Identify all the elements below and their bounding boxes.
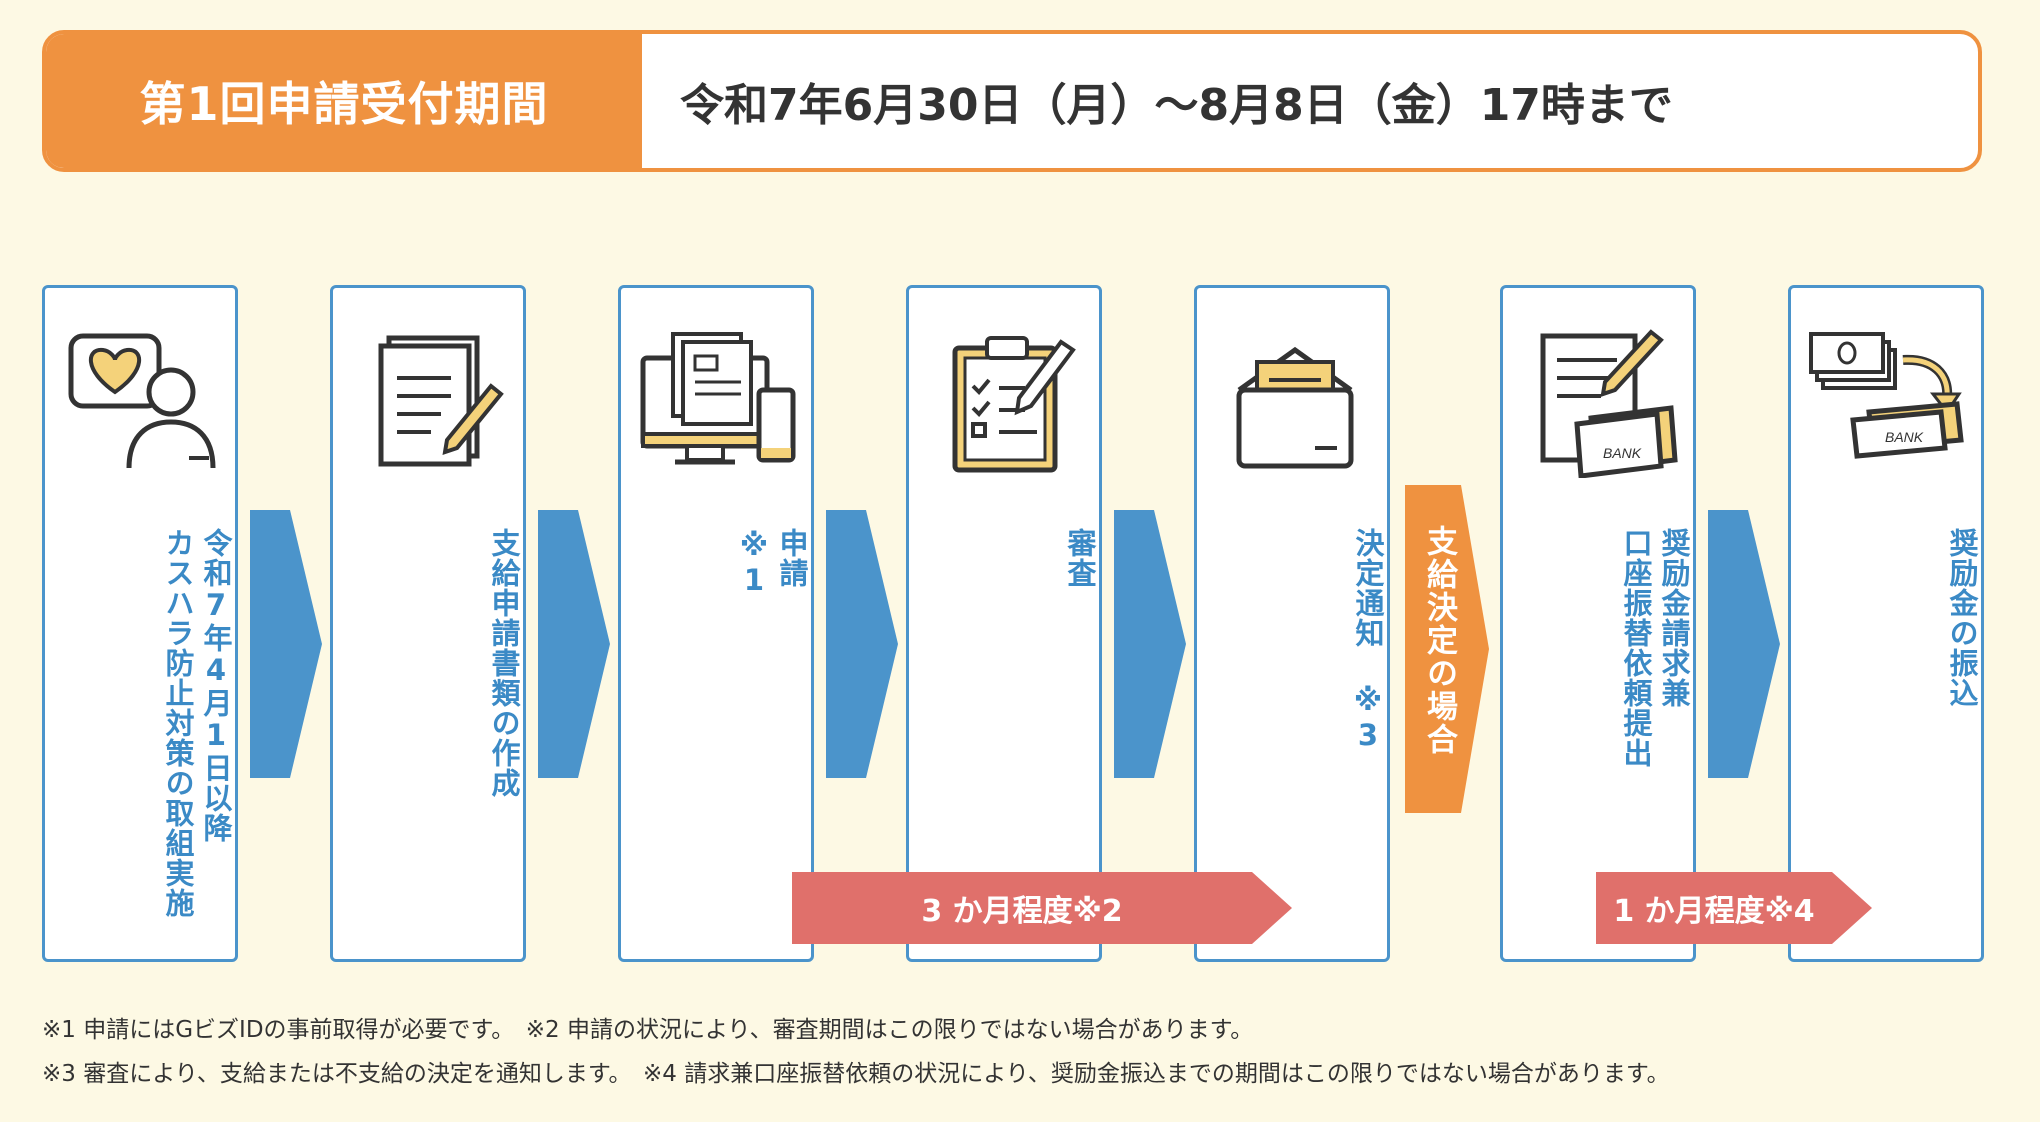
step-label: 奨励金の振込 — [1945, 528, 1979, 708]
arrow-chevron — [538, 510, 610, 778]
bank-transfer-icon: BANK — [1809, 332, 1964, 459]
period-value: 令和7年6月30日（月）～8月8日（金）17時まで — [680, 80, 1673, 131]
duration-label: 3 か月程度※2 — [921, 894, 1123, 929]
decision-label: 支給決定の場合 — [1421, 525, 1457, 756]
arrow-chevron — [826, 510, 898, 778]
step-label: 審査 — [1063, 528, 1097, 588]
heart-person-icon — [68, 333, 216, 469]
envelope-icon — [1236, 346, 1354, 469]
arrow-chevron — [1114, 510, 1186, 778]
arrow-chevron — [250, 510, 322, 778]
bank-text: BANK — [1603, 445, 1642, 461]
step-apply: 申請 ※1 — [618, 285, 814, 962]
step-label: 決定通知 ※3 — [1351, 528, 1385, 753]
footnotes: ※1 申請にはGビズIDの事前取得が必要です。 ※2 申請の状況により、審査期間… — [42, 1008, 1670, 1096]
bank-text: BANK — [1885, 429, 1924, 445]
period-label: 第1回申請受付期間 — [46, 34, 642, 168]
step-label: 申請 ※1 — [737, 528, 809, 598]
footnote-line: ※3 審査により、支給または不支給の決定を通知します。 ※4 請求兼口座振替依頼… — [42, 1061, 1670, 1087]
step-payment: BANK 奨励金の振込 — [1788, 285, 1984, 962]
devices-icon — [640, 332, 796, 465]
duration-label: 1 か月程度※4 — [1613, 894, 1815, 929]
duration-arrow-review: 3 か月程度※2 — [792, 872, 1292, 944]
step-create-documents: 支給申請書類の作成 — [330, 285, 526, 962]
step-label: 令和7年4月1日以降 カスハラ防止対策の取組実施 — [161, 528, 233, 918]
step-label: 支給申請書類の作成 — [487, 528, 521, 798]
step-claim-submission: BANK 奨励金請求兼 口座振替依頼提出 — [1500, 285, 1696, 962]
arrow-chevron — [1708, 510, 1780, 778]
step-review: 審査 — [906, 285, 1102, 962]
document-pen-icon — [378, 335, 504, 467]
step-anti-harassment: 令和7年4月1日以降 カスハラ防止対策の取組実施 — [42, 285, 238, 962]
application-period-banner: 第1回申請受付期間 令和7年6月30日（月）～8月8日（金）17時まで — [42, 30, 1982, 172]
decision-chevron: 支給決定の場合 — [1405, 485, 1489, 813]
step-decision-notice: 決定通知 ※3 — [1194, 285, 1390, 962]
footnote-line: ※1 申請にはGビズIDの事前取得が必要です。 ※2 申請の状況により、審査期間… — [42, 1017, 1254, 1043]
checklist-clipboard-icon — [952, 336, 1076, 473]
duration-arrow-payment: 1 か月程度※4 — [1596, 872, 1872, 944]
form-bank-icon: BANK — [1540, 329, 1678, 478]
step-label: 奨励金請求兼 口座振替依頼提出 — [1619, 528, 1691, 768]
